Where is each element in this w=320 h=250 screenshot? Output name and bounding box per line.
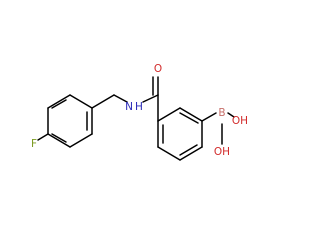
bond [47, 94, 71, 109]
bond [69, 133, 93, 148]
bond [179, 146, 203, 161]
amide-hydrogen-label: H [135, 101, 143, 113]
double-bond-inner [51, 99, 67, 109]
bond [157, 107, 181, 122]
double-bond-inner [179, 112, 199, 124]
boron-label: B [218, 107, 225, 119]
bond-c-b [201, 112, 217, 122]
double-bond-inner [179, 144, 198, 156]
bond [157, 146, 181, 161]
fluorophenyl-ring [47, 94, 93, 148]
bond-ch2-n [113, 94, 128, 103]
phenylene-ring [157, 107, 203, 161]
bond [179, 107, 203, 122]
bond [69, 94, 93, 109]
structure-canvas: F N H O B OH OH [31, 63, 248, 161]
carbonyl-oxygen-label: O [154, 63, 162, 75]
nitrogen-label: N [125, 101, 133, 113]
double-bond-inner [51, 133, 67, 143]
hydroxyl-label-1: OH [232, 115, 248, 127]
molecule-structure: F N H O B OH OH [31, 63, 248, 161]
hydroxyl-label-2: OH [214, 146, 230, 158]
bond-b-oh1 [227, 112, 235, 118]
bond-n-c [142, 94, 159, 103]
bond-ring-ch2 [91, 94, 115, 109]
bond [47, 133, 71, 148]
fluorine-label: F [31, 138, 37, 150]
bond-c-f [37, 133, 49, 141]
